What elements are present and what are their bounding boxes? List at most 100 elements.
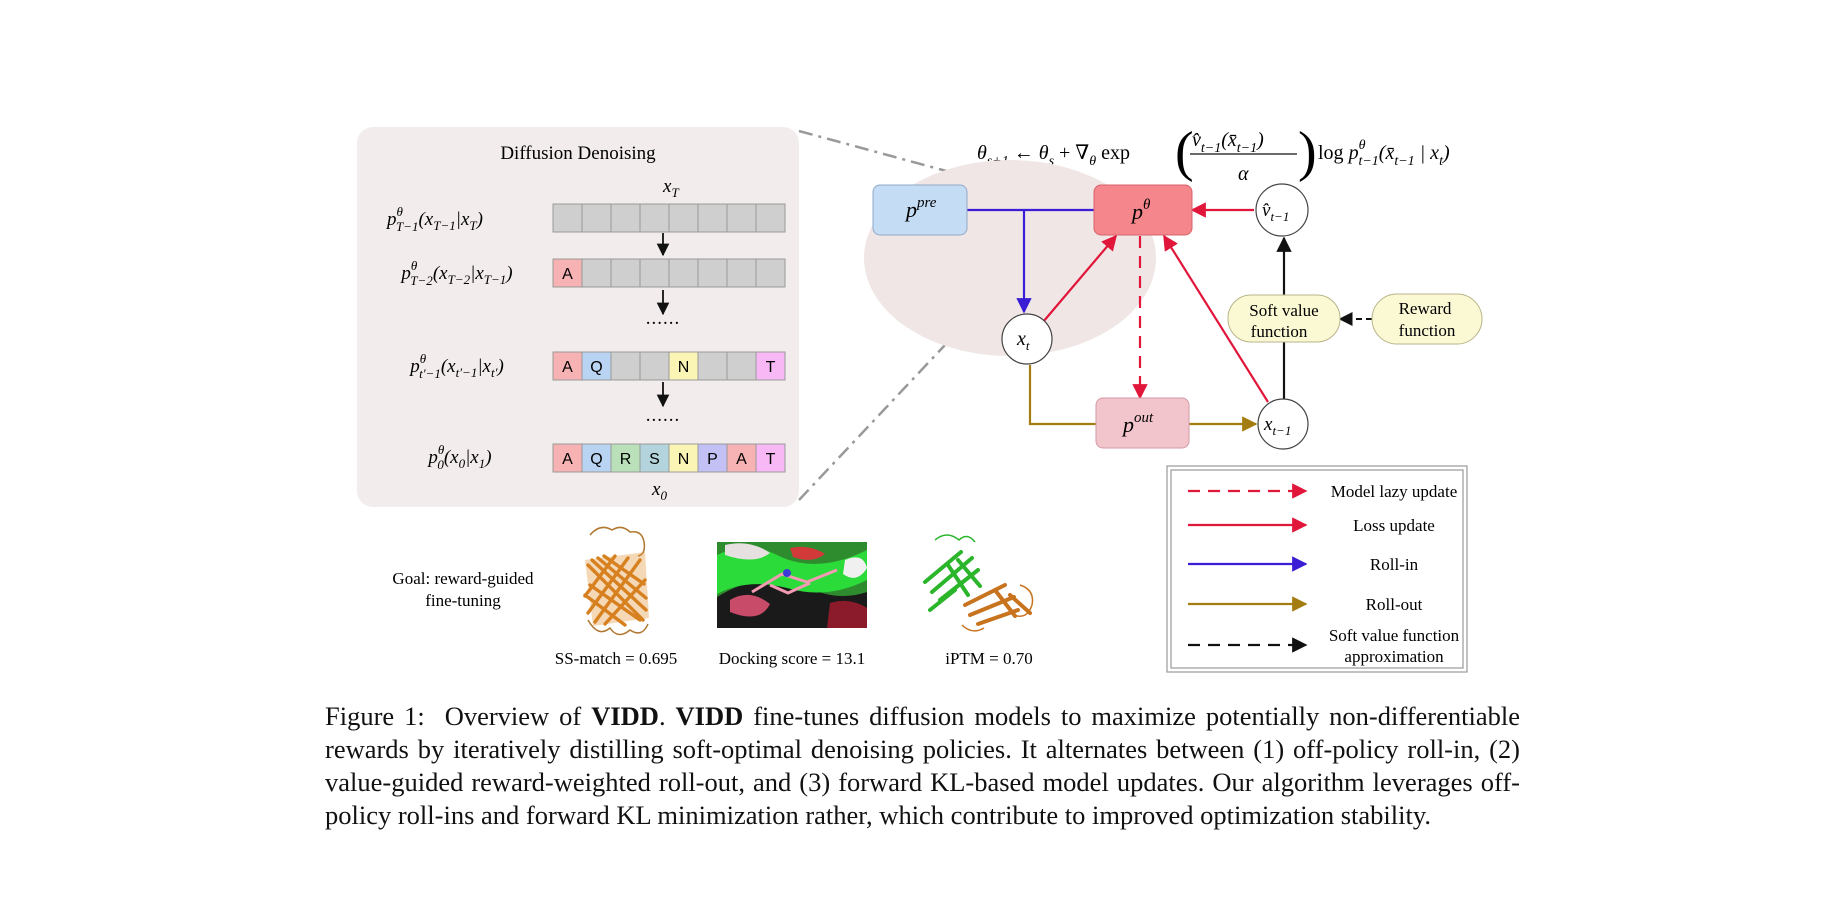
token-cell	[755, 351, 786, 381]
caption-label: Figure 1:	[325, 701, 425, 731]
token-letter: P	[707, 451, 718, 468]
token-cell	[755, 258, 786, 288]
example-caption-1: SS-match = 0.695	[555, 649, 677, 668]
token-cell	[726, 443, 757, 473]
token-cell	[668, 203, 699, 233]
goal-line-2: fine-tuning	[425, 591, 501, 610]
legend-frame-outer	[1166, 465, 1468, 673]
caption-bold-term: VIDD	[591, 701, 659, 731]
token-letter: A	[562, 359, 573, 376]
legend-label: Loss update	[1353, 516, 1435, 535]
token-cell	[610, 258, 641, 288]
protein-barrel-icon	[583, 526, 649, 636]
token-cell	[697, 203, 728, 233]
svg-text:(: (	[1175, 121, 1194, 183]
token-cell	[697, 351, 728, 381]
token-cell	[755, 443, 786, 473]
token-cell	[610, 203, 641, 233]
token-letter: R	[620, 451, 632, 468]
token-cell	[639, 351, 670, 381]
token-letter: A	[562, 451, 573, 468]
reward-line-2: function	[1399, 321, 1456, 340]
caption-bold-term: VIDD	[675, 701, 744, 731]
token-letter: Q	[590, 451, 602, 468]
token-cell	[668, 258, 699, 288]
token-cell	[726, 203, 757, 233]
token-cell	[610, 351, 641, 381]
protein-complex-icon	[923, 534, 1034, 632]
node-v-hat	[1255, 183, 1309, 237]
node-p-theta	[1093, 184, 1193, 236]
soft-value-line-2: function	[1251, 322, 1308, 341]
example-caption-2: Docking score = 13.1	[719, 649, 866, 668]
zoom-line-bottom	[798, 344, 946, 501]
token-cell	[552, 443, 583, 473]
token-cell	[552, 258, 583, 288]
token-cell	[755, 203, 786, 233]
caption-text: Overview of	[444, 701, 592, 731]
token-cell	[726, 258, 757, 288]
figure-caption: Figure 1: Overview of VIDD. VIDD fine-tu…	[325, 700, 1520, 832]
edge-xtm1-ptheta	[1163, 234, 1269, 403]
node-reward-function	[1371, 293, 1483, 345]
reward-line-1: Reward	[1399, 299, 1452, 318]
top-state-label: xT	[662, 176, 679, 200]
token-cell	[668, 351, 699, 381]
node-p-pre	[872, 184, 968, 236]
token-letter: S	[649, 451, 660, 468]
node-p-pre-label: ppre	[904, 195, 937, 222]
soft-value-line-1: Soft value	[1249, 301, 1318, 320]
zoom-line-top	[798, 129, 951, 174]
ellipsis-2: ......	[646, 405, 681, 426]
examples-row: Goal: reward-guided fine-tuning	[392, 526, 1034, 668]
caption-text: .	[658, 701, 676, 731]
token-letter: N	[678, 451, 690, 468]
node-x-t	[1001, 313, 1053, 365]
svg-text:v̂t−1(x̄t−1): v̂t−1(x̄t−1)	[1192, 129, 1264, 156]
svg-text:): )	[1298, 121, 1317, 183]
token-cell	[726, 351, 757, 381]
token-cell	[639, 203, 670, 233]
docking-surface-icon	[717, 542, 867, 628]
svg-text:log pθt−1(x̄t−1 | xt): log pθt−1(x̄t−1 | xt)	[1318, 138, 1450, 169]
token-cell	[639, 258, 670, 288]
legend-label: approximation	[1344, 647, 1444, 666]
goal-line-1: Goal: reward-guided	[392, 569, 534, 588]
token-letter: Q	[590, 359, 602, 376]
example-caption-3: iPTM = 0.70	[945, 649, 1033, 668]
token-cell	[668, 443, 699, 473]
legend-label: Model lazy update	[1331, 482, 1458, 501]
edge-xt-ptheta	[1042, 234, 1117, 323]
vidd-diagram: ppre pθ v̂t−1 xt pout xt−1 Soft value fu…	[864, 160, 1483, 450]
token-cell	[639, 443, 670, 473]
token-cell	[581, 203, 612, 233]
token-cell	[552, 203, 583, 233]
legend-label: Roll-out	[1366, 595, 1423, 614]
panel-title: Diffusion Denoising	[500, 143, 656, 164]
token-letter: A	[736, 451, 747, 468]
token-cell	[581, 258, 612, 288]
token-letter: T	[766, 451, 776, 468]
token-cell	[581, 351, 612, 381]
token-cell	[697, 443, 728, 473]
token-letter: A	[562, 266, 573, 283]
ellipsis-1: ......	[646, 308, 681, 329]
edge-roll-out-left	[1028, 365, 1096, 426]
caption-text: fine-tunes diffusion models to maximize …	[325, 701, 1520, 830]
node-p-out	[1095, 397, 1190, 449]
caption-body: Overview of VIDD. VIDD fine-tunes diffus…	[325, 701, 1520, 830]
token-letter: T	[766, 359, 776, 376]
token-letter: N	[678, 359, 690, 376]
token-cell	[697, 258, 728, 288]
node-soft-value-function	[1227, 294, 1341, 343]
bottom-state-label: x0	[651, 479, 667, 503]
node-x-t-minus-1	[1257, 398, 1309, 450]
token-cell	[610, 443, 641, 473]
svg-text:α: α	[1238, 163, 1249, 185]
legend-label: Soft value function	[1329, 626, 1460, 645]
legend-frame-inner	[1170, 469, 1464, 669]
